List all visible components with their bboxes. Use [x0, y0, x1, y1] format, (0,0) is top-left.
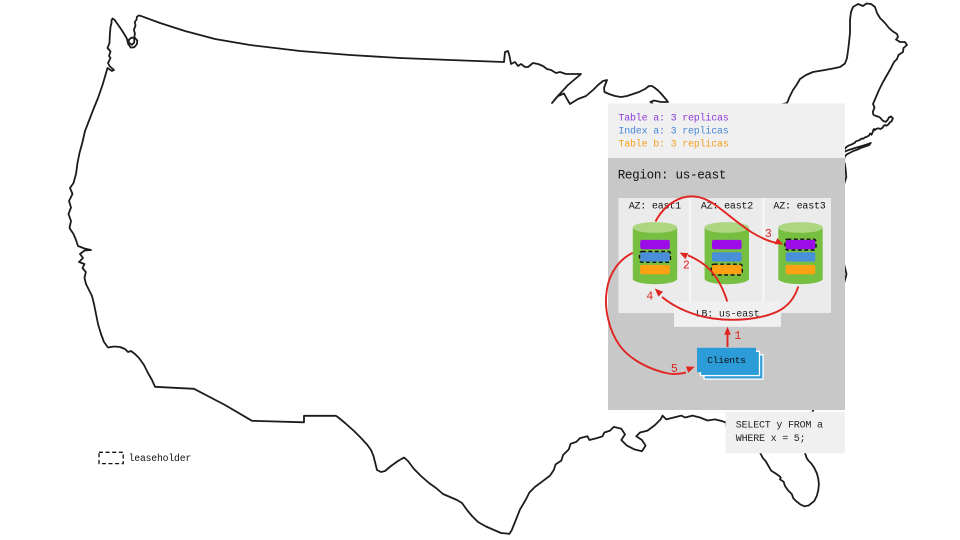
svg-text:Index a: 3 replicas: Index a: 3 replicas	[618, 126, 728, 138]
svg-text:SELECT y FROM a: SELECT y FROM a	[736, 420, 823, 431]
svg-text:1: 1	[734, 330, 741, 343]
svg-text:2: 2	[683, 260, 690, 273]
svg-text:Table a: 3 replicas: Table a: 3 replicas	[618, 113, 728, 125]
svg-text:WHERE x = 5;: WHERE x = 5;	[736, 434, 806, 445]
svg-text:AZ: east2: AZ: east2	[701, 201, 753, 212]
svg-text:LB: us-east: LB: us-east	[696, 310, 760, 321]
svg-text:Table b: 3 replicas: Table b: 3 replicas	[618, 138, 728, 150]
svg-text:AZ: east3: AZ: east3	[773, 201, 825, 212]
svg-text:4: 4	[646, 291, 653, 304]
svg-text:AZ: east1: AZ: east1	[629, 201, 681, 212]
svg-text:Clients: Clients	[707, 355, 746, 366]
svg-text:leaseholder: leaseholder	[129, 453, 191, 464]
svg-text:Region: us-east: Region: us-east	[618, 168, 726, 182]
svg-text:3: 3	[765, 228, 772, 241]
svg-text:5: 5	[671, 363, 678, 376]
